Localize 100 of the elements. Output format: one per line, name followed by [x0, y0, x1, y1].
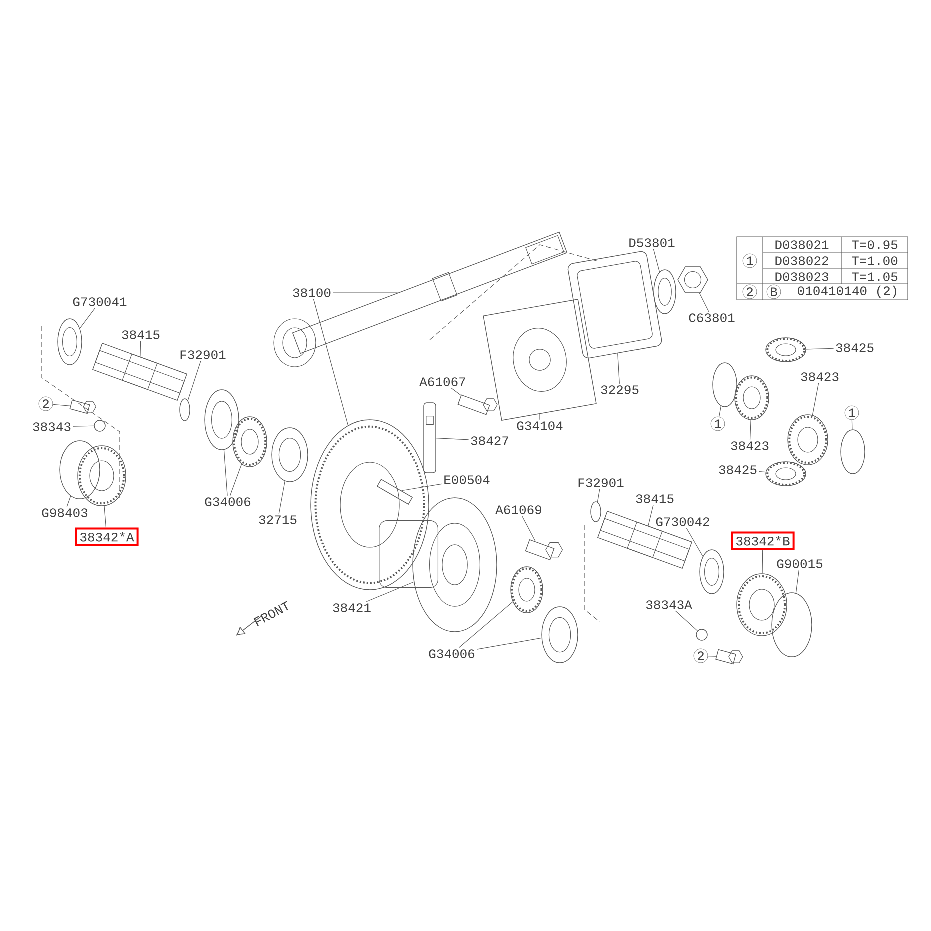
part-number: G730041	[73, 298, 127, 306]
part-drawing	[78, 446, 126, 506]
leader-line	[140, 340, 142, 358]
leader-line	[675, 610, 698, 632]
part-number: G34006	[205, 498, 251, 506]
part-drawing	[272, 428, 308, 482]
part-drawing	[180, 398, 190, 422]
part-drawing	[696, 629, 708, 641]
part-drawing	[568, 251, 662, 359]
leader-line	[618, 353, 620, 384]
part-number: 38421	[333, 604, 371, 612]
leader-line	[852, 420, 853, 430]
part-number: D038022	[776, 256, 828, 266]
part-drawing	[379, 498, 498, 632]
leader-line	[458, 602, 514, 648]
leader-line	[812, 382, 820, 416]
callout-number: B	[766, 284, 782, 300]
leader-line	[796, 570, 800, 594]
part-number: 38423	[801, 372, 839, 382]
part-number: D038021	[776, 240, 829, 250]
part-number: D038023	[776, 272, 828, 282]
leader-line	[718, 406, 722, 418]
part-drawing	[542, 606, 578, 664]
part-drawing	[788, 414, 828, 466]
leader-line	[401, 484, 442, 492]
part-number: D53801	[630, 238, 675, 248]
part-drawing	[94, 420, 106, 432]
part-drawing	[716, 649, 744, 665]
part-number: 38343	[33, 422, 71, 432]
leader-line	[806, 348, 834, 350]
part-number: 38415	[122, 330, 160, 340]
part-drawing	[766, 462, 806, 486]
part-drawing	[700, 550, 724, 594]
part-number: G98403	[42, 508, 88, 518]
callout-number: 1	[710, 416, 726, 432]
callout-number: 1	[742, 254, 758, 268]
leader-line	[597, 488, 600, 502]
part-drawing	[424, 402, 436, 474]
leader-line	[699, 293, 710, 312]
leader-line	[476, 638, 542, 650]
part-number: C63801	[689, 314, 735, 322]
leader-line	[52, 404, 71, 406]
part-drawing	[204, 390, 240, 450]
part-drawing	[712, 362, 738, 408]
part-number: 38425	[836, 344, 874, 352]
part-drawing	[58, 318, 82, 366]
part-number: A61067	[420, 378, 466, 386]
callout-number: 2	[38, 396, 54, 412]
part-drawing	[734, 376, 770, 420]
part-number: 38425	[719, 466, 757, 474]
part-drawing	[458, 394, 498, 416]
leader-line	[708, 656, 717, 657]
part-drawing	[736, 574, 788, 636]
leader-line	[72, 426, 94, 427]
callout-number: 2	[742, 284, 758, 300]
part-drawing	[60, 440, 100, 500]
leader-line	[686, 528, 704, 557]
part-drawing	[654, 270, 676, 314]
leader-line	[366, 582, 414, 602]
part-drawing	[766, 338, 806, 362]
leader-line	[522, 516, 536, 542]
leader-line	[224, 450, 228, 496]
callout-number: 1	[844, 406, 860, 420]
leader-line	[332, 292, 398, 294]
leader-line	[230, 464, 242, 496]
part-drawing	[510, 566, 544, 614]
leader-line	[653, 248, 660, 272]
part-number: A61069	[496, 506, 542, 514]
leader-line	[648, 504, 654, 526]
part-number: G90015	[777, 560, 823, 568]
part-number: 010410140 (2)	[798, 286, 897, 298]
part-drawing	[840, 430, 866, 474]
leader-line	[66, 496, 72, 508]
leader-line	[104, 506, 107, 528]
part-number: F32901	[180, 350, 226, 360]
part-number: T=1.05	[852, 272, 898, 282]
leader-line	[188, 360, 202, 401]
part-number: G34104	[517, 422, 563, 430]
leader-line	[436, 438, 470, 440]
part-number: F32901	[578, 478, 624, 488]
leader-line	[750, 420, 752, 440]
leader-line	[80, 308, 96, 329]
highlighted-part-number: 38342*A	[75, 528, 139, 546]
leader-line	[450, 388, 462, 396]
part-drawing	[678, 266, 708, 294]
leader-line	[313, 298, 349, 426]
part-number: G34006	[429, 650, 475, 658]
part-number: 38100	[293, 288, 331, 298]
callout-number: 2	[694, 648, 708, 664]
part-number: T=0.95	[852, 240, 898, 250]
leader-line	[278, 481, 286, 514]
part-number: G730042	[656, 518, 710, 526]
part-drawing	[483, 299, 597, 421]
leader-line	[762, 550, 764, 574]
part-drawing	[232, 416, 268, 468]
part-number: 38415	[636, 494, 674, 504]
highlighted-part-number: 38342*B	[731, 532, 795, 550]
leader-line	[758, 471, 766, 473]
part-number: E00504	[444, 476, 490, 484]
part-number: 38427	[471, 436, 508, 446]
